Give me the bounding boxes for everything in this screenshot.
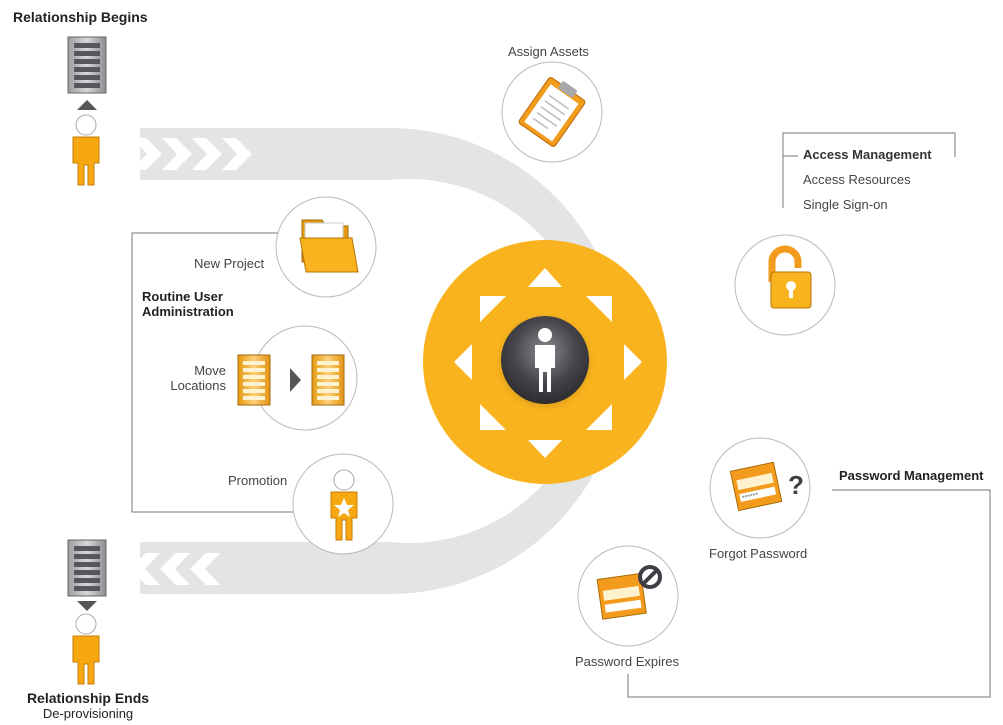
assign-assets-label: Assign Assets	[508, 44, 589, 59]
building-icon	[237, 354, 271, 406]
exit-arrows	[120, 553, 220, 585]
svg-text:******: ******	[742, 492, 760, 502]
promotion-label: Promotion	[228, 473, 288, 488]
building-icon	[67, 539, 107, 597]
routine-admin-label-line1: Routine User	[142, 289, 223, 304]
routine-bracket	[131, 232, 294, 513]
user-icon	[535, 328, 555, 392]
user-icon	[72, 114, 100, 186]
lifecycle-ring	[140, 128, 623, 594]
password-form-icon: ******	[729, 461, 783, 512]
down-arrow-icon	[77, 601, 97, 611]
routine-admin-label-line2: Administration	[142, 304, 234, 319]
password-form-icon	[596, 572, 647, 620]
star-user-icon	[330, 469, 358, 541]
password-bracket	[627, 489, 991, 698]
forgot-password-label: Forgot Password	[709, 546, 808, 561]
deprovisioning-subtitle: De-provisioning	[42, 706, 134, 721]
move-arrow-icon	[290, 368, 301, 392]
padlock-icon	[768, 245, 812, 309]
up-arrow-icon	[77, 100, 97, 110]
single-sign-on-label: Single Sign-on	[803, 197, 888, 212]
clipboard-icon	[518, 77, 586, 147]
move-label-line1: Move	[194, 363, 226, 378]
access-bracket	[782, 132, 956, 208]
building-icon	[67, 36, 107, 94]
relationship-ends-title: Relationship Ends	[26, 690, 150, 706]
access-resources-label: Access Resources	[803, 172, 911, 187]
relationship-begins-title: Relationship Begins	[13, 9, 148, 25]
new-project-label: New Project	[194, 256, 265, 271]
user-icon	[72, 613, 100, 685]
building-icon	[311, 354, 345, 406]
direction-arrows	[454, 268, 642, 458]
question-mark-icon: ?	[788, 470, 804, 500]
forbidden-icon	[638, 565, 662, 589]
move-label-line2: Locations	[170, 378, 226, 393]
password-management-label: Password Management	[839, 468, 984, 483]
password-expires-label: Password Expires	[575, 654, 680, 669]
access-management-label: Access Management	[803, 147, 932, 162]
folder-icon	[299, 219, 359, 273]
entry-arrows	[132, 138, 252, 170]
